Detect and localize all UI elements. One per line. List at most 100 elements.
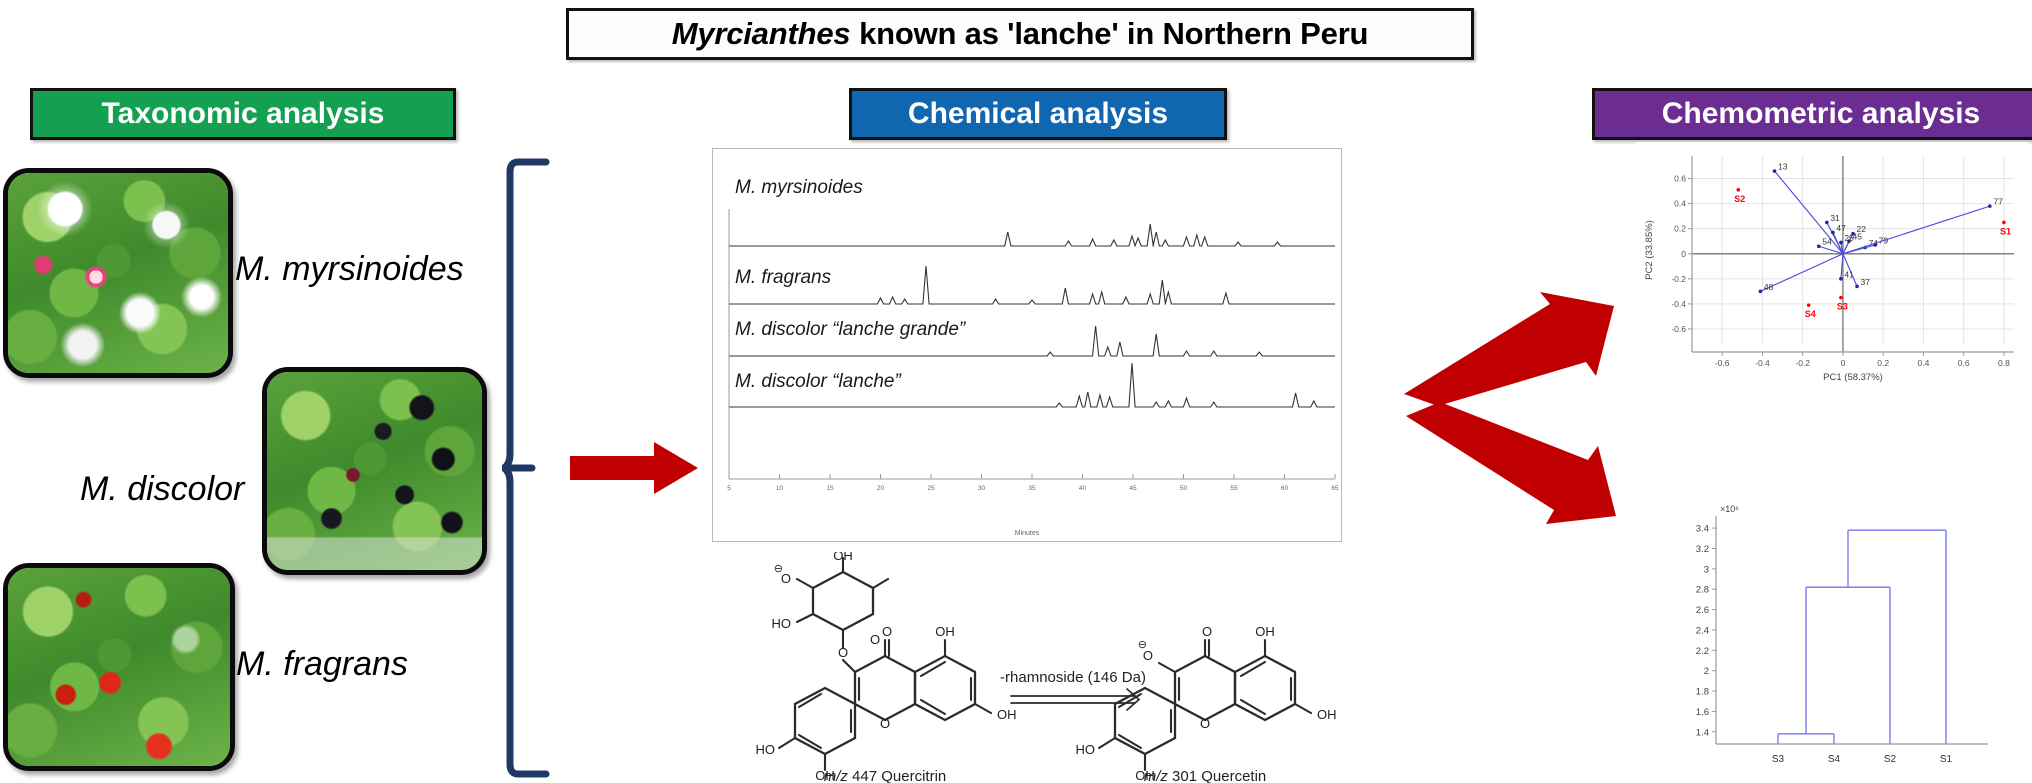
svg-text:20: 20 [877, 485, 885, 492]
atom-label-ho-3prime-r: HO [1076, 742, 1096, 757]
svg-text:30: 30 [978, 485, 986, 492]
svg-text:×10⁶: ×10⁶ [1720, 504, 1739, 514]
species-label-fragrans: M. fragrans [236, 645, 408, 683]
atom-label-ho: HO [772, 616, 792, 631]
svg-text:22: 22 [1857, 224, 1867, 234]
svg-text:3: 3 [1704, 564, 1709, 575]
svg-text:0.6: 0.6 [1674, 174, 1686, 184]
atom-label-ring-o: O [870, 632, 880, 647]
svg-text:45: 45 [1129, 485, 1137, 492]
atom-label-pyran-o: O [880, 716, 890, 731]
svg-text:S3: S3 [1772, 754, 1785, 765]
title-rest: known as 'lanche' in Northern Peru [859, 16, 1369, 51]
svg-text:0.2: 0.2 [1674, 224, 1686, 234]
charge-minus-icon: ⊖ [774, 563, 783, 575]
svg-text:65: 65 [1331, 485, 1339, 492]
pca-biplot: 13314722452554747977413748S1S2S3S4-0.6-0… [1644, 156, 2014, 383]
svg-text:3.2: 3.2 [1696, 544, 1709, 555]
svg-text:50: 50 [1180, 485, 1188, 492]
grouping-brace [502, 158, 550, 778]
svg-text:0: 0 [1841, 358, 1846, 368]
chemical-structures: OH O ⊖ HO O O O O OH OH HO OH O O OH OH … [756, 552, 1337, 783]
title-genus: Myrcianthes [671, 16, 851, 51]
svg-text:13: 13 [1778, 162, 1788, 172]
svg-text:2: 2 [1704, 666, 1709, 677]
pca-biplot-panel: 13314722452554747977413748S1S2S3S4-0.6-0… [1636, 142, 2028, 390]
svg-text:3.4: 3.4 [1696, 524, 1709, 535]
svg-text:77: 77 [1993, 197, 2003, 207]
svg-text:-0.2: -0.2 [1795, 358, 1810, 368]
photo-m-fragrans-art [8, 568, 230, 766]
compound-label-left: m/z 447 Quercitrin [824, 768, 947, 783]
svg-text:35: 35 [1028, 485, 1036, 492]
svg-text:S3: S3 [1837, 302, 1848, 312]
svg-text:74: 74 [1869, 238, 1879, 248]
section-header-chemometric: Chemometric analysis [1592, 88, 2032, 140]
atom-label-oh-7-r: OH [1317, 707, 1337, 722]
atom-label-ho-3prime: HO [756, 742, 776, 757]
chromatogram-trace-label-1: M. myrsinoides [735, 177, 863, 198]
species-label-myrsinoides: M. myrsinoides [235, 250, 464, 288]
section-header-chemical-label: Chemical analysis [907, 97, 1169, 130]
svg-text:54: 54 [1822, 237, 1832, 247]
section-header-chemometric-label: Chemometric analysis [1661, 97, 1981, 130]
svg-text:2.6: 2.6 [1696, 605, 1709, 616]
svg-text:S4: S4 [1805, 309, 1816, 319]
photo-m-discolor [262, 367, 487, 575]
svg-text:S1: S1 [2000, 226, 2011, 236]
svg-text:-0.4: -0.4 [1755, 358, 1770, 368]
atom-label-o-anion-r: O [1143, 648, 1153, 663]
arrow-chemistry-to-pca [1404, 292, 1614, 406]
atom-label-oh-4prime-r: OH [1135, 768, 1155, 783]
svg-text:60: 60 [1281, 485, 1289, 492]
svg-text:0.4: 0.4 [1918, 358, 1930, 368]
svg-text:10: 10 [776, 485, 784, 492]
atom-label-glycosidic-o: O [838, 645, 848, 660]
svg-text:48: 48 [1764, 282, 1774, 292]
atom-label-ketone-o-r: O [1202, 624, 1212, 639]
svg-text:-0.4: -0.4 [1671, 299, 1686, 309]
svg-text:-0.6: -0.6 [1715, 358, 1730, 368]
arrow-taxonomy-to-chemistry [570, 442, 698, 494]
photo-m-myrsinoides [3, 168, 233, 378]
svg-text:S2: S2 [1884, 754, 1897, 765]
svg-text:31: 31 [1830, 213, 1840, 223]
svg-text:1.4: 1.4 [1696, 727, 1709, 738]
svg-text:S2: S2 [1734, 194, 1745, 204]
atom-label-oh-5-r: OH [1255, 624, 1275, 639]
svg-text:5: 5 [727, 485, 731, 492]
chromatogram-trace-label-4: M. discolor “lanche” [735, 371, 901, 392]
compound-label-right: m/z 301 Quercetin [1144, 768, 1267, 783]
svg-text:55: 55 [1230, 485, 1238, 492]
svg-text:25: 25 [1844, 233, 1854, 243]
svg-text:-0.2: -0.2 [1671, 274, 1686, 284]
photo-m-myrsinoides-art [8, 173, 228, 373]
svg-text:0: 0 [1681, 249, 1686, 259]
svg-text:S4: S4 [1828, 754, 1841, 765]
svg-text:1.6: 1.6 [1696, 707, 1709, 718]
svg-text:1.8: 1.8 [1696, 687, 1709, 698]
photo-m-discolor-art [267, 372, 482, 570]
svg-text:47: 47 [1836, 223, 1846, 233]
svg-text:0.2: 0.2 [1877, 358, 1889, 368]
svg-text:-0.6: -0.6 [1671, 324, 1686, 334]
atom-label-oh-5: OH [935, 624, 955, 639]
svg-text:0.8: 0.8 [1998, 358, 2010, 368]
photo-m-fragrans [3, 563, 235, 771]
svg-text:15: 15 [826, 485, 834, 492]
chromatogram-trace-label-3: M. discolor “lanche grande” [735, 319, 966, 340]
svg-text:40: 40 [1079, 485, 1087, 492]
arrow-chemistry-to-dendrogram [1406, 402, 1616, 524]
svg-text:41: 41 [1844, 269, 1854, 279]
atom-label-ketone-o: O [882, 624, 892, 639]
atom-label-pyran-o-r: O [1200, 716, 1210, 731]
svg-text:Minutes: Minutes [1015, 530, 1040, 537]
atom-label-o-anion: O [781, 571, 791, 586]
svg-text:2.4: 2.4 [1696, 625, 1709, 636]
atom-label-oh-4prime: OH [815, 768, 835, 783]
svg-text:0.4: 0.4 [1674, 199, 1686, 209]
svg-text:PC1 (58.37%): PC1 (58.37%) [1823, 372, 1883, 383]
